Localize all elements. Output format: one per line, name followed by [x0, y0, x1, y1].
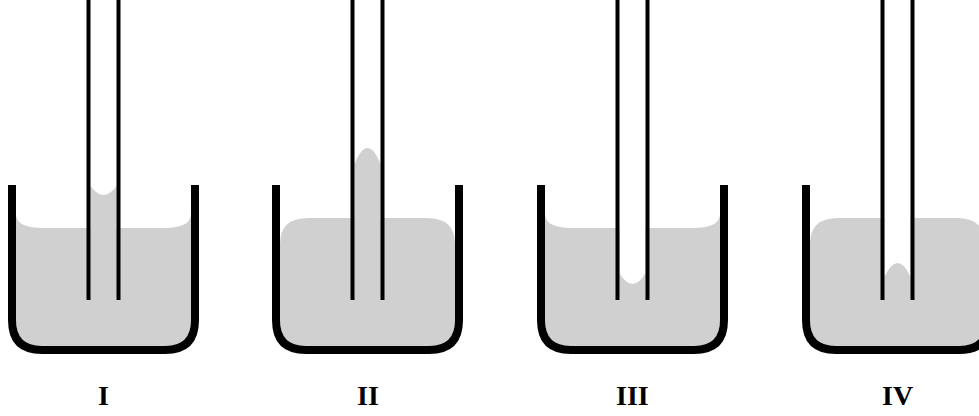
- beaker-wall: [806, 185, 979, 350]
- beaker-wall: [12, 185, 195, 350]
- figure-label: IV: [882, 382, 913, 410]
- beaker-wall: [541, 185, 724, 350]
- capillary-wall: [646, 0, 650, 300]
- capillary-wall: [117, 0, 121, 300]
- beaker-wall: [276, 185, 459, 350]
- tube-liquid: [91, 186, 117, 238]
- capillary-wall: [381, 0, 385, 300]
- capillary-wall: [881, 0, 885, 300]
- tube-air: [620, 208, 646, 284]
- figure-label: I: [98, 382, 109, 410]
- figure-label: II: [357, 382, 379, 410]
- capillary-wall: [351, 0, 355, 300]
- capillary-wall: [616, 0, 620, 300]
- tube-air: [885, 198, 911, 277]
- tube-liquid: [355, 148, 381, 228]
- capillary-wall: [911, 0, 915, 300]
- liquid: [280, 218, 455, 346]
- capillary-wall: [87, 0, 91, 300]
- figure-label: III: [616, 382, 649, 410]
